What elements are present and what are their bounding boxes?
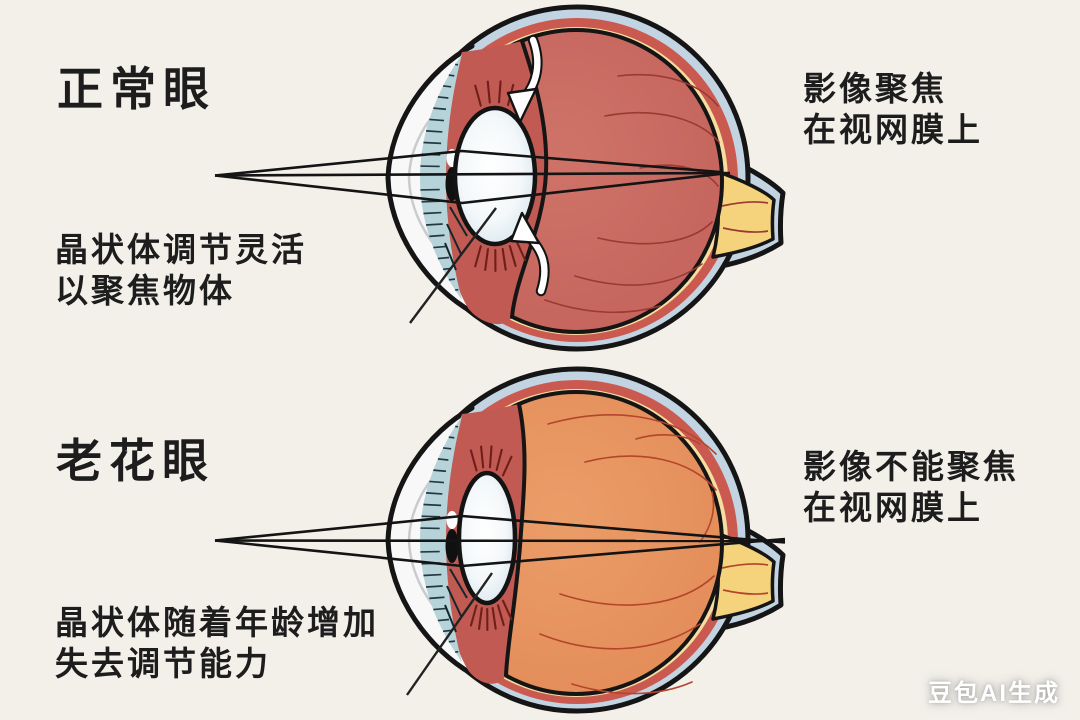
label-focus-presbyopic: 影像不能聚焦 在视网膜上 — [803, 446, 1019, 528]
label-lens-presbyopic: 晶状体随着年龄增加 失去调节能力 — [55, 602, 379, 684]
label-line: 在视网膜上 — [803, 489, 983, 526]
label-line: 影像聚焦 — [803, 70, 947, 107]
label-line: 晶状体调节灵活 — [55, 231, 307, 268]
label-line: 晶状体随着年龄增加 — [55, 604, 379, 641]
title-presbyopic-eye: 老花眼 — [56, 435, 215, 487]
lens-pointer-presbyopic — [406, 572, 493, 696]
label-line: 失去调节能力 — [55, 645, 271, 682]
label-lens-normal: 晶状体调节灵活 以聚焦物体 — [55, 229, 307, 311]
label-line: 影像不能聚焦 — [803, 448, 1019, 485]
title-normal-eye: 正常眼 — [57, 63, 216, 115]
normal-eye-illustration — [385, 4, 786, 352]
lens-pointer-normal — [409, 207, 497, 324]
watermark: 豆包AI生成 — [928, 680, 1060, 707]
label-focus-normal: 影像聚焦 在视网膜上 — [803, 68, 983, 150]
light-rays-normal — [214, 149, 731, 205]
label-line: 在视网膜上 — [803, 111, 983, 148]
label-line: 以聚焦物体 — [55, 272, 235, 309]
light-rays-presbyopic — [214, 514, 786, 568]
